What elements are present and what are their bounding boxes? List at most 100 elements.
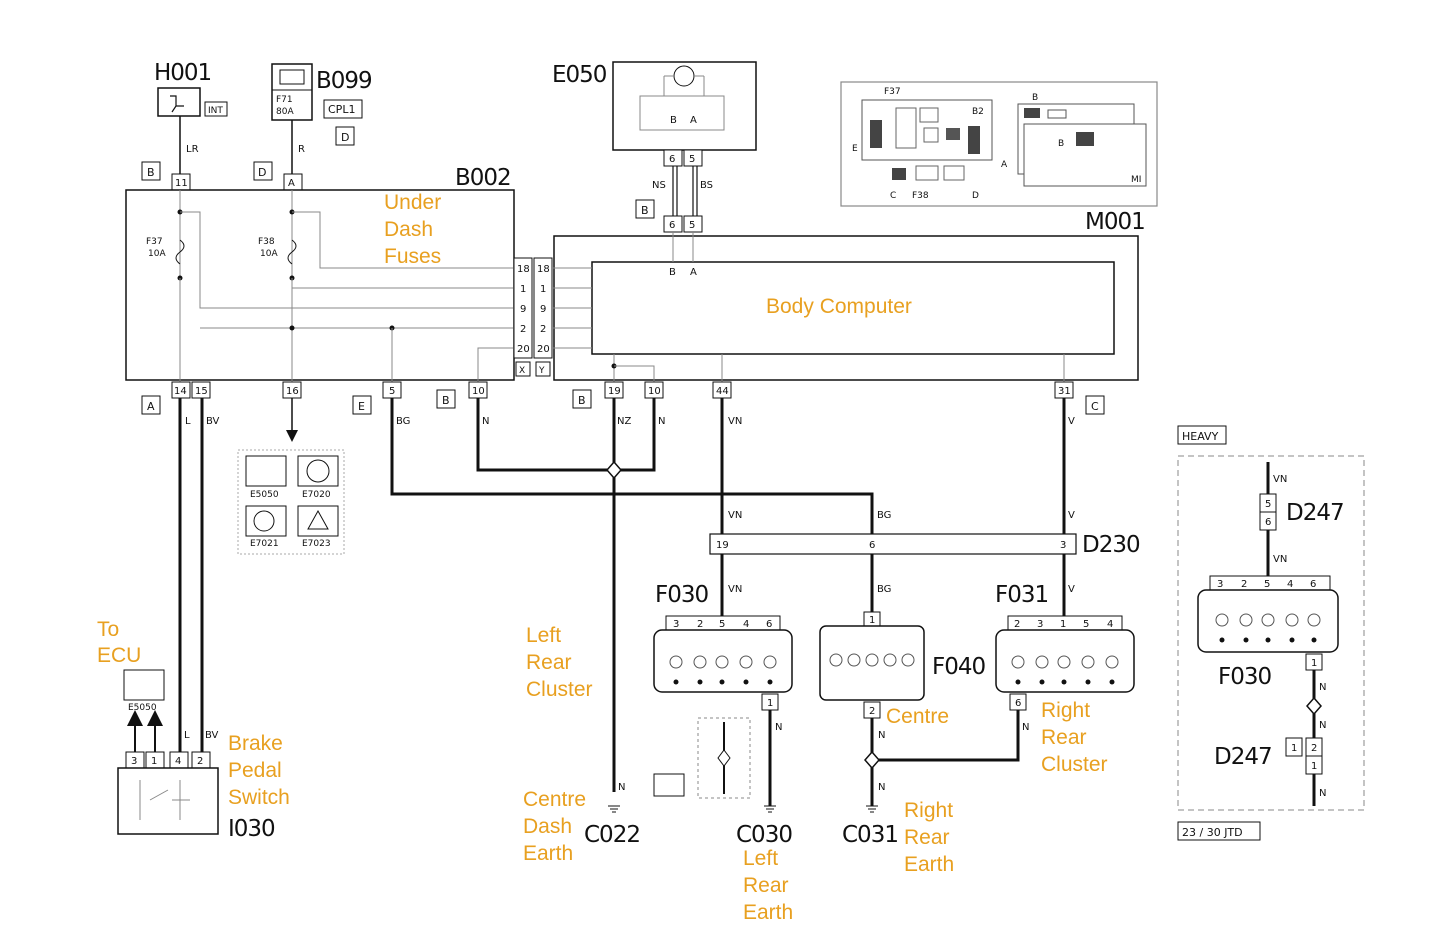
e050-component: E050 B A 6 5 NS BS B 6 5 — [552, 61, 757, 233]
wire-v2: V — [1068, 510, 1075, 521]
loc-e: E — [852, 144, 858, 154]
int-tag-box — [204, 101, 228, 117]
f040-out2: 2 — [869, 706, 875, 717]
d247-p6: 6 — [1265, 517, 1271, 528]
under-dash-fuses-3: Fuses — [384, 245, 441, 268]
e050-pin5: 5 — [689, 154, 695, 165]
wire-vn3: VN — [728, 584, 742, 595]
right-rear-cluster-1: Right — [1041, 699, 1090, 722]
left-rear-cluster-3: Cluster — [526, 678, 593, 701]
tag-x: X — [519, 366, 525, 376]
abs-icon — [306, 459, 330, 483]
e5050-ecu-box — [123, 669, 165, 701]
loc-a: A — [1001, 160, 1008, 170]
body-computer-label: Body Computer — [766, 295, 912, 318]
f030-out1: 1 — [767, 698, 773, 709]
hf030-p5: 5 — [1264, 579, 1270, 590]
wire-bv2: BV — [205, 730, 219, 741]
to-ecu-2: ECU — [97, 644, 141, 667]
right-rear-earth-2: Rear — [904, 826, 950, 849]
e5050-ecu-label: E5050 — [128, 703, 157, 713]
pin-19: 19 — [608, 386, 621, 397]
d247-p5: 5 — [1265, 499, 1271, 510]
m001-pin6: 6 — [669, 220, 675, 231]
pin-44: 44 — [716, 386, 729, 397]
pin-5: 5 — [389, 386, 395, 397]
fuse-f37 — [175, 239, 185, 265]
hf030-p6: 6 — [1310, 579, 1316, 590]
f040-in1: 1 — [869, 615, 875, 626]
b002-label: B002 — [455, 165, 511, 191]
splice-c031 — [864, 750, 880, 770]
heavy-wire-n2: N — [1319, 720, 1326, 731]
bottom-connectors: 14 15 16 5 10 19 10 44 31 A E B B C — [141, 381, 1105, 415]
f031-out6: 6 — [1015, 698, 1021, 709]
pin-l1: 1 — [540, 284, 546, 295]
battery-icon — [279, 69, 305, 85]
warning-lamps: E5050 E7020 E7021 E7023 — [237, 449, 345, 555]
i030-pin4: 4 — [175, 756, 181, 767]
loc-d: D — [972, 191, 979, 201]
loc-f38: F38 — [912, 191, 929, 201]
f030-p2: 2 — [697, 619, 703, 630]
c031-label: C031 — [842, 822, 898, 848]
pin-l2: 2 — [540, 324, 546, 335]
wire-n1: N — [482, 416, 489, 427]
pin-r18: 18 — [517, 264, 530, 275]
heavy-wire-vn2: VN — [1273, 554, 1287, 565]
cpl1-tag: CPL1 — [328, 103, 355, 116]
loc-mi: MI — [1131, 175, 1141, 185]
wire-n-c031: N — [878, 782, 885, 793]
wire-v1: V — [1068, 416, 1075, 427]
conn-c: C — [1091, 400, 1099, 413]
conn-b-e050: B — [641, 204, 649, 217]
loc-b: B — [1032, 93, 1038, 103]
centre-label: Centre — [886, 705, 949, 728]
m001-label: M001 — [1085, 209, 1145, 235]
b002-component: B002 F37 10A F38 10A — [125, 165, 515, 382]
left-rear-earth-1: Left — [743, 847, 778, 870]
left-rear-earth-3: Earth — [743, 901, 793, 924]
int-tag: INT — [208, 106, 223, 116]
i030-pin3: 3 — [131, 756, 137, 767]
engine-icon — [245, 455, 287, 487]
left-rear-cluster-2: Rear — [526, 651, 572, 674]
f031-component: F031 2 3 1 5 4 6 — [995, 582, 1135, 711]
f37-rating: 10A — [148, 249, 166, 259]
hf030-out1: 1 — [1311, 658, 1317, 669]
left-rear-cluster-1: Left — [526, 624, 561, 647]
h001-box — [157, 87, 201, 117]
h001-component: H001 INT LR — [154, 60, 228, 174]
m001-a: A — [690, 267, 697, 278]
pin-31: 31 — [1058, 386, 1071, 397]
earth-symbol-box — [653, 773, 685, 797]
brake-pedal-2: Pedal — [228, 759, 282, 782]
wire-l: L — [185, 416, 191, 427]
d230-connector: 19 6 3 D230 — [709, 532, 1141, 558]
f030-label: F030 — [655, 582, 708, 608]
f031-p2: 2 — [1014, 619, 1020, 630]
f031-p1: 1 — [1060, 619, 1066, 630]
brake-pedal-3: Switch — [228, 786, 290, 809]
f030-p5: 5 — [719, 619, 725, 630]
d230-pin19: 19 — [716, 540, 729, 551]
cpl1-tag-box — [323, 99, 363, 119]
wire-n-c030: N — [775, 722, 782, 733]
dashed-inset — [697, 717, 751, 799]
heavy-wire-n1: N — [1319, 682, 1326, 693]
conn-b-top: B — [147, 166, 155, 179]
c030-label: C030 — [736, 822, 792, 848]
right-rear-cluster-2: Rear — [1041, 726, 1087, 749]
m001-b: B — [669, 267, 676, 278]
hf030-p3: 3 — [1217, 579, 1223, 590]
brake-pedal-1: Brake — [228, 732, 283, 755]
wire-bv: BV — [206, 416, 220, 427]
centre-dash-earth-3: Earth — [523, 842, 573, 865]
jtd-tag: 23 / 30 JTD — [1182, 826, 1243, 839]
loc-b2: B2 — [972, 107, 984, 117]
under-dash-fuses-1: Under — [384, 191, 441, 214]
m001-pin5: 5 — [689, 220, 695, 231]
hf030-p4: 4 — [1287, 579, 1293, 590]
f040-component: 1 2 F040 — [819, 611, 986, 719]
pin-l18: 18 — [537, 264, 550, 275]
